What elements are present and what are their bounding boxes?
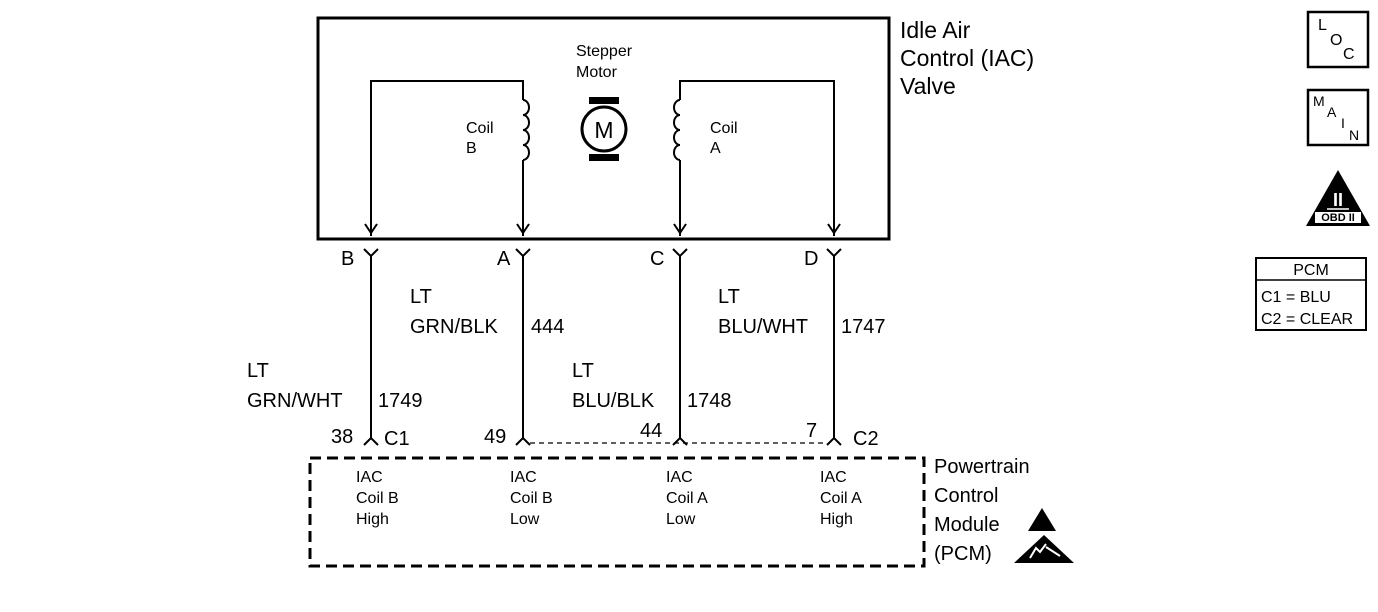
wire-1749-color-line-2: GRN/WHT	[247, 390, 343, 412]
wire-1748-color-line-1: LT	[572, 360, 594, 382]
obd-ii-label: OBD II	[1321, 212, 1355, 224]
pcm-pin-38: 38	[331, 426, 353, 448]
coil-a-label-line-2: A	[710, 140, 721, 157]
pcm-pin-7: 7	[806, 420, 817, 442]
coil-icon	[673, 99, 681, 161]
pcm-title-line-1: Powertrain	[934, 456, 1030, 478]
coil-a-circuit	[673, 80, 835, 236]
pcm-title-line-2: Control	[934, 485, 998, 507]
pcm-function-4-line-1: IAC	[820, 469, 847, 486]
legend-title: PCM	[1293, 262, 1329, 279]
coil-b-label-line-2: B	[466, 140, 477, 157]
obd-ii-numeral: II	[1333, 190, 1343, 210]
pcm-connector-legend: PCM C1 = BLU C2 = CLEAR	[1255, 257, 1367, 331]
esd-warning-icon	[1014, 508, 1074, 563]
pcm-function-3-line-3: Low	[666, 511, 696, 528]
pcm-function-1-line-3: High	[356, 511, 389, 528]
coil-b-circuit	[370, 80, 530, 236]
pcm-pin-49: 49	[484, 426, 506, 448]
main-icon-letter-i: I	[1341, 115, 1345, 131]
connector-pin-b: B	[341, 248, 354, 270]
connector-c2-label: C2	[853, 428, 879, 450]
main-icon-letter-n: N	[1349, 127, 1359, 143]
wire-1747-color-line-2: BLU/WHT	[718, 316, 808, 338]
pcm-title-line-4: (PCM)	[934, 543, 992, 565]
pcm-function-3-line-2: Coil A	[666, 490, 708, 507]
pcm-module-outline	[308, 456, 926, 568]
stepper-motor-label-line-1: Stepper	[576, 43, 633, 60]
pcm-function-1-line-2: Coil B	[356, 490, 399, 507]
connector-terminals	[363, 248, 842, 258]
wire-1747-circuit: 1747	[841, 316, 886, 338]
stepper-motor-icon: M	[580, 97, 628, 161]
pcm-function-3-line-1: IAC	[666, 469, 693, 486]
pcm-terminals	[363, 436, 842, 446]
pin-arrowheads	[364, 223, 841, 235]
legend-row-c2: C2 = CLEAR	[1261, 311, 1353, 328]
iac-valve-title-line-2: Control (IAC)	[900, 45, 1034, 71]
wire-1748-color-line-2: BLU/BLK	[572, 390, 655, 412]
wire-1747-color-line-1: LT	[718, 286, 740, 308]
main-icon-letter-a: A	[1327, 104, 1337, 120]
obd-ii-icon[interactable]: II OBD II	[1306, 170, 1370, 226]
connector-pin-d: D	[804, 248, 818, 270]
wire-1748-circuit: 1748	[687, 390, 732, 412]
wire-1749-circuit: 1749	[378, 390, 423, 412]
pcm-function-2-line-2: Coil B	[510, 490, 553, 507]
wire-444-color-line-1: LT	[410, 286, 432, 308]
coil-a-label-line-1: Coil	[710, 120, 738, 137]
loc-icon-letter-c: C	[1343, 46, 1355, 63]
wire-1749-color-line-1: LT	[247, 360, 269, 382]
connector-pin-a: A	[497, 248, 511, 270]
coil-b-label-line-1: Coil	[466, 120, 494, 137]
main-icon-letter-m: M	[1313, 93, 1325, 109]
pcm-function-2-line-3: Low	[510, 511, 540, 528]
iac-valve-title-line-1: Idle Air	[900, 17, 971, 43]
connector-c1-label: C1	[384, 428, 410, 450]
loc-icon-letter-l: L	[1318, 17, 1327, 34]
pcm-pin-44: 44	[640, 420, 662, 442]
pcm-function-1-line-1: IAC	[356, 469, 383, 486]
pcm-function-2-line-1: IAC	[510, 469, 537, 486]
pcm-function-4-line-3: High	[820, 511, 853, 528]
loc-icon[interactable]: L O C	[1306, 10, 1370, 69]
coil-icon	[522, 99, 530, 161]
motor-symbol: M	[594, 117, 613, 143]
stepper-motor-label-line-2: Motor	[576, 64, 618, 81]
wire-444-color-line-2: GRN/BLK	[410, 316, 498, 338]
iac-valve-title-line-3: Valve	[900, 73, 956, 99]
wire-444-circuit: 444	[531, 316, 564, 338]
loc-icon-letter-o: O	[1330, 32, 1342, 49]
iac-valve-housing	[316, 16, 891, 241]
pcm-title-line-3: Module	[934, 514, 1000, 536]
harness-wires	[370, 256, 835, 438]
pcm-function-4-line-2: Coil A	[820, 490, 862, 507]
connector-pin-c: C	[650, 248, 664, 270]
main-icon[interactable]: M A I N	[1306, 88, 1370, 147]
legend-row-c1: C1 = BLU	[1261, 289, 1331, 306]
